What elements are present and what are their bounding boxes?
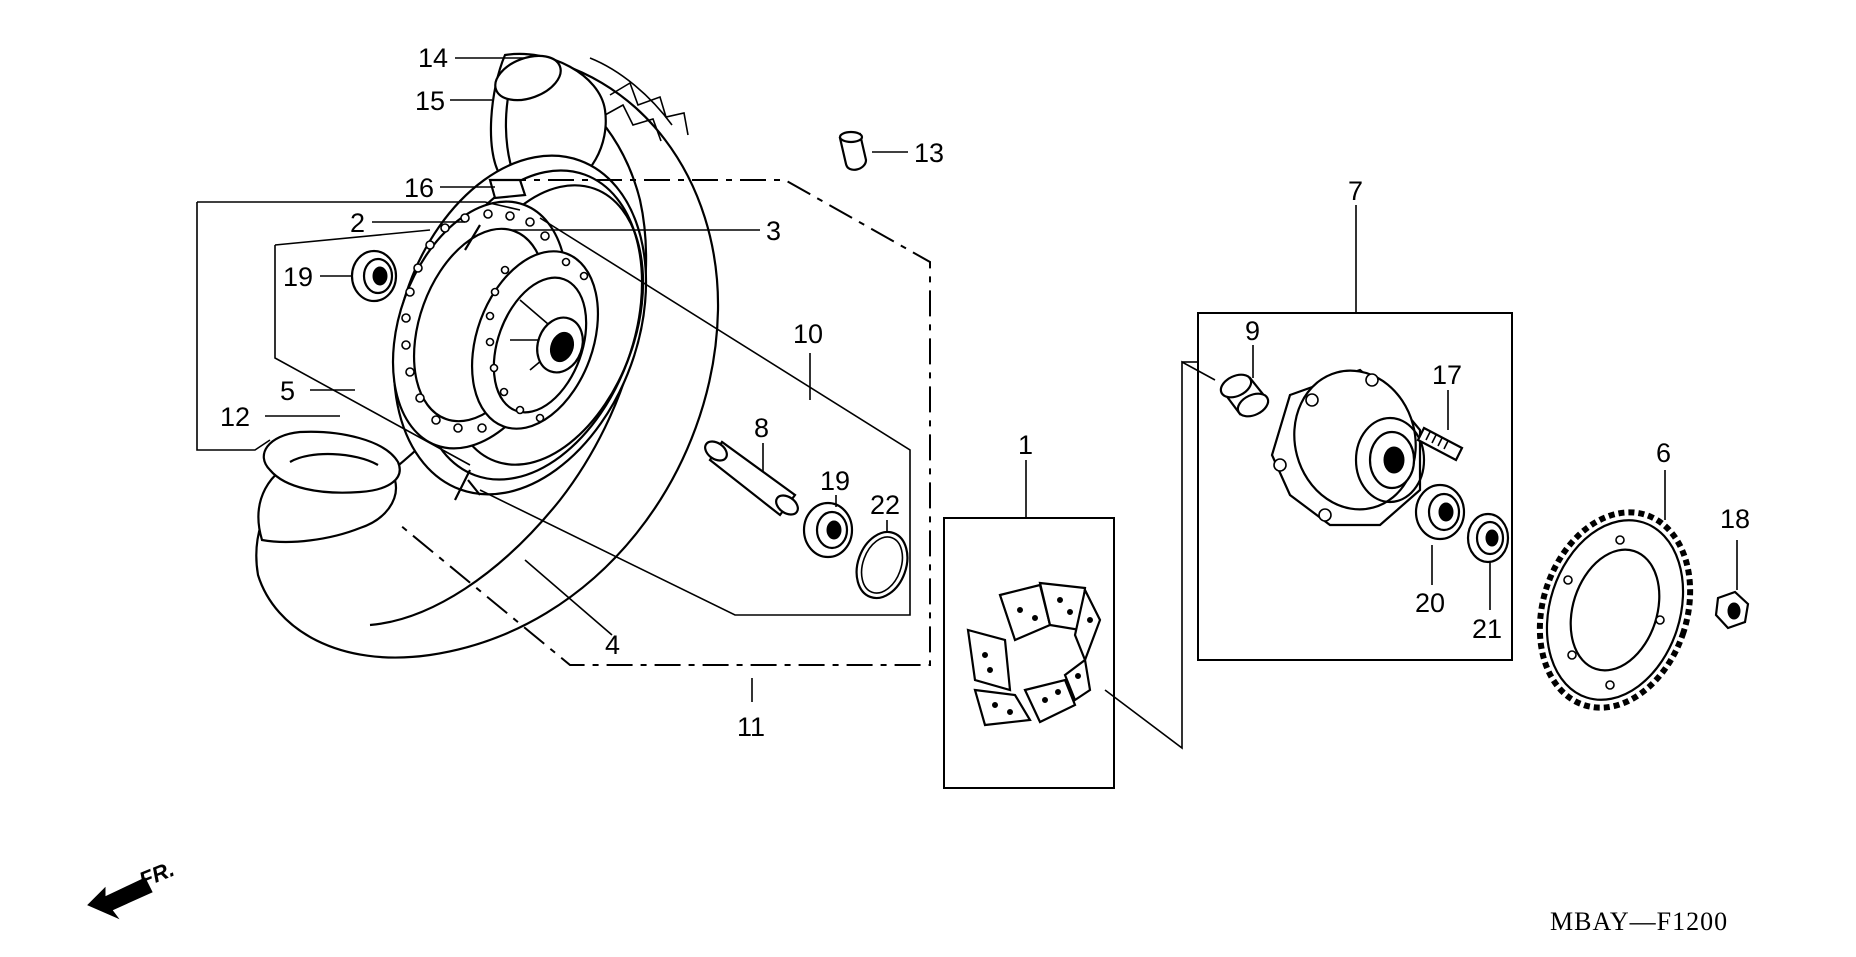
label-19-left: 19 [283, 262, 313, 292]
label-14: 14 [418, 43, 448, 73]
disc-inner-holes [485, 257, 589, 423]
damper-rubbers-1 [966, 581, 1102, 727]
o-ring-22 [855, 530, 909, 600]
bearing-19-left [350, 249, 398, 303]
label-12: 12 [220, 402, 250, 432]
label-11: 11 [737, 712, 765, 742]
leader-lines [265, 57, 1738, 702]
front-label: FR. [136, 856, 178, 892]
bearing-20 [1414, 483, 1466, 541]
label-9: 9 [1245, 316, 1260, 346]
label-21: 21 [1472, 614, 1502, 644]
spacer-8 [704, 440, 799, 517]
stud-bolt-17 [1416, 426, 1464, 462]
driven-sprocket-6 [1536, 509, 1694, 711]
label-16: 16 [404, 173, 434, 203]
label-18: 18 [1720, 504, 1750, 534]
front-arrow-icon [87, 877, 153, 920]
oil-seal-21 [1466, 512, 1510, 564]
label-7: 7 [1348, 176, 1363, 206]
label-8: 8 [754, 413, 769, 443]
label-13: 13 [914, 138, 944, 168]
valve-cap-13 [838, 130, 868, 171]
label-15: 15 [415, 86, 445, 116]
rim-band-tab [488, 178, 527, 200]
label-17: 17 [1432, 360, 1462, 390]
nut-18 [1714, 590, 1750, 630]
driven-flange-7 [1270, 368, 1426, 527]
label-19-right: 19 [820, 466, 850, 496]
label-6: 6 [1656, 438, 1671, 468]
label-3: 3 [766, 216, 781, 246]
reference-lines [196, 179, 1513, 789]
diagram-code: MBAY—F1200 [1550, 907, 1728, 936]
label-22: 22 [870, 490, 900, 520]
label-4: 4 [605, 630, 620, 660]
collar-9 [1219, 373, 1270, 418]
inner-tube [262, 52, 607, 494]
label-10: 10 [793, 319, 823, 349]
label-1: 1 [1018, 430, 1033, 460]
bearing-19-right [802, 501, 854, 559]
label-2: 2 [350, 208, 365, 238]
part-labels: 14 15 16 2 3 19 5 12 4 10 8 19 22 11 13 … [220, 43, 1750, 742]
label-5: 5 [280, 376, 295, 406]
wheel-rim [391, 154, 648, 501]
label-20: 20 [1415, 588, 1445, 618]
